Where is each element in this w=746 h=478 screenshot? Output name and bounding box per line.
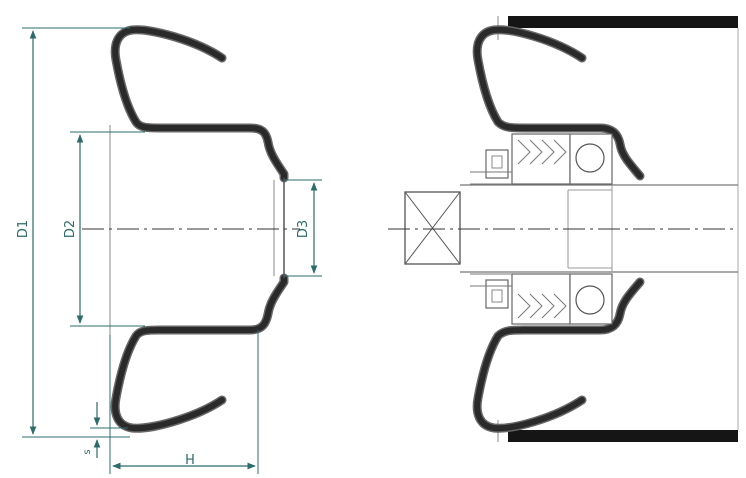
lower-bearing-ball [575, 285, 605, 315]
d2-label: D2 [63, 220, 78, 238]
upper-bearing-block [470, 133, 613, 185]
housing-bar-top [508, 16, 738, 28]
d1-label: D1 [16, 220, 31, 238]
s-label: s [82, 449, 93, 454]
lower-profile [112, 275, 287, 432]
right-assembly-view [388, 16, 739, 442]
assembly-upper-profile [474, 26, 643, 179]
left-profile-view: D1 D2 D3 s H [16, 25, 322, 474]
shaft-end-cross-2 [404, 191, 461, 265]
d3-label: D3 [296, 220, 311, 238]
assembly-lower-profile [474, 279, 643, 432]
lower-bearing-block [470, 273, 613, 325]
upper-profile [112, 26, 287, 181]
upper-bearing-ball [575, 143, 605, 173]
lower-profile-outline [110, 273, 289, 433]
h-label: H [185, 450, 195, 465]
upper-profile-outline [110, 25, 289, 183]
housing-bar-bottom [508, 430, 738, 442]
